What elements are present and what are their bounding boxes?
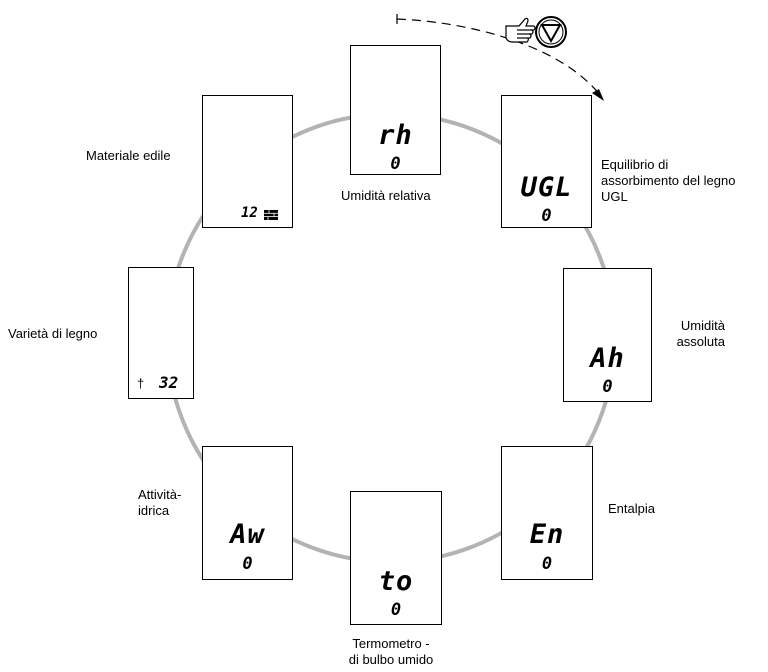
lcd-ah: Ah 0 <box>563 268 652 402</box>
label-en-line-1: Entalpia <box>608 501 655 516</box>
label-to: Termometro - di bulbo umido <box>336 636 446 668</box>
arrow-head <box>592 89 604 101</box>
lcd-ah-mode: Ah <box>590 343 625 374</box>
lcd-to-mode: to <box>378 566 414 597</box>
down-triangle-circle-icon <box>535 16 567 48</box>
label-wood-line-1: Varietà di legno <box>8 326 98 341</box>
label-aw-line-1: Attività- <box>138 487 182 502</box>
lcd-ah-value: 0 <box>602 377 613 397</box>
label-en: Entalpia <box>608 501 655 517</box>
lcd-aw-value: 0 <box>242 554 253 574</box>
lcd-material: 12 <box>202 95 293 228</box>
brick-icon <box>264 210 278 220</box>
label-aw-line-2: idrica <box>138 503 170 518</box>
navigation-arrow <box>396 18 601 96</box>
lcd-rh: rh 0 <box>350 45 441 175</box>
label-ah-line-2: assoluta <box>676 334 725 349</box>
lcd-wood: † 32 <box>128 267 194 399</box>
lcd-rh-value: 0 <box>390 154 401 174</box>
label-ugl-line-1: Equilibrio di <box>601 157 669 172</box>
label-rh: Umidità relativa <box>341 188 431 204</box>
tree-icon: † <box>137 376 145 391</box>
lcd-ugl: UGL 0 <box>501 95 592 228</box>
lcd-aw: Aw 0 <box>202 446 293 580</box>
lcd-wood-value: 32 <box>159 373 179 392</box>
lcd-en: En 0 <box>501 446 593 580</box>
label-ah: Umidità assoluta <box>663 318 725 350</box>
lcd-ugl-mode: UGL <box>520 172 573 203</box>
label-ugl: Equilibrio di assorbimento del legno UGL <box>601 157 735 205</box>
label-aw: Attività- idrica <box>138 487 181 519</box>
lcd-material-value: 12 <box>241 205 258 221</box>
label-wood: Varietà di legno <box>8 326 97 342</box>
lcd-aw-mode: Aw <box>230 519 265 550</box>
lcd-to-value: 0 <box>390 600 402 620</box>
label-to-line-1: Termometro - <box>352 636 430 651</box>
lcd-to: to 0 <box>350 491 442 625</box>
lcd-rh-mode: rh <box>378 120 413 151</box>
lcd-ugl-value: 0 <box>541 206 552 226</box>
pointing-hand-icon <box>505 17 536 43</box>
label-ah-line-1: Umidità <box>680 318 725 333</box>
label-ugl-line-3: UGL <box>601 189 628 204</box>
label-rh-line-1: Umidità relativa <box>341 188 431 203</box>
lcd-en-value: 0 <box>541 554 553 574</box>
label-material-line-1: Materiale edile <box>86 148 171 163</box>
label-material: Materiale edile <box>86 148 171 164</box>
label-ugl-line-2: assorbimento del legno <box>601 173 736 188</box>
lcd-en-mode: En <box>529 519 565 550</box>
label-to-line-2: di bulbo umido <box>348 652 434 667</box>
